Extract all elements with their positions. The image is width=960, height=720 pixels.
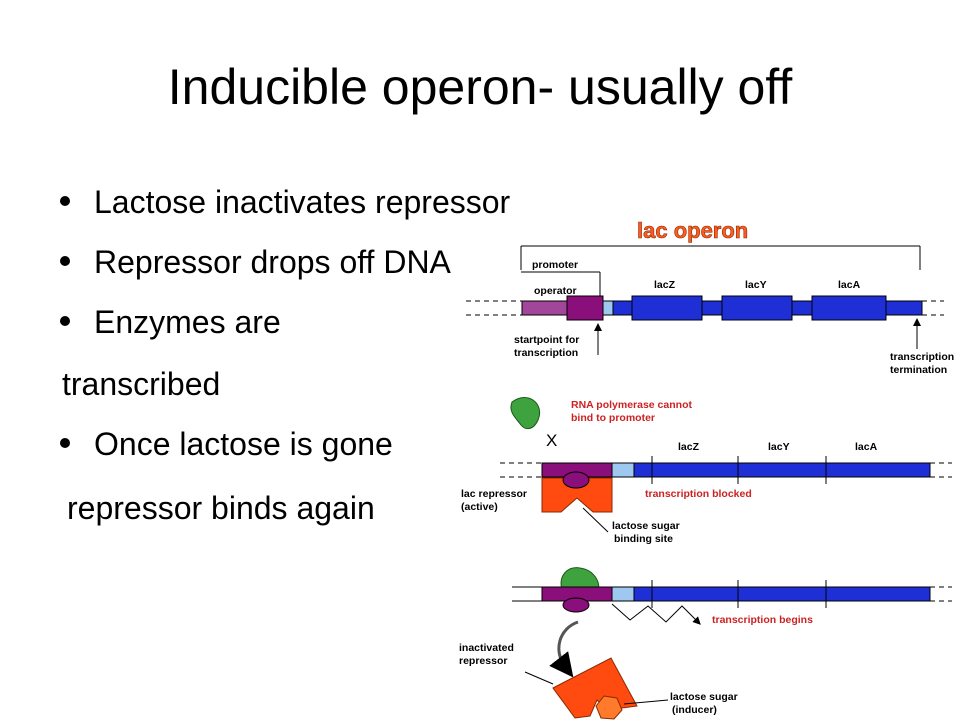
binding-site-pointer <box>582 507 609 533</box>
slide-title: Inducible operon- usually off <box>167 59 793 115</box>
polymerase-note: bind to promoter <box>571 412 655 424</box>
rna-polymerase <box>510 397 541 430</box>
panel-repressor-bound: RNA polymerase cannot bind to promoter X… <box>461 397 952 545</box>
operator-contact <box>562 597 590 613</box>
transcription-start-region <box>611 462 635 478</box>
repressor-operator-contact <box>562 471 590 489</box>
operator-label: operator <box>534 285 577 297</box>
repressor-label: (active) <box>461 501 498 513</box>
inactivated-pointer <box>524 671 554 685</box>
panel-transcription-begins: transcription begins inactivated repress… <box>459 567 952 720</box>
mrna-transcript-arrow <box>611 603 701 625</box>
release-arrow <box>549 620 579 678</box>
startpoint-label: startpoint for <box>514 334 579 346</box>
lac-repressor-active <box>541 477 613 513</box>
transcription-blocked-label: transcription blocked <box>645 488 752 500</box>
lacz-label: lacZ <box>678 441 700 453</box>
termination-label: termination <box>890 364 947 376</box>
dna-strand <box>633 586 931 602</box>
lactose-inducer <box>595 695 623 720</box>
panel-operon-layout: promoter operator lacZ lacY lacA startpo… <box>466 245 954 376</box>
inducer-pointer <box>623 699 669 705</box>
binding-site-label: lactose sugar <box>612 520 680 532</box>
lacy-label: lacY <box>768 441 790 453</box>
laca-gene <box>811 295 887 321</box>
laca-label: lacA <box>838 279 861 291</box>
lacy-gene <box>721 295 793 321</box>
binding-site-label: binding site <box>614 533 673 545</box>
lacy-label: lacY <box>745 279 767 291</box>
transcription-start-region <box>611 586 635 602</box>
laca-label: lacA <box>855 441 878 453</box>
diagram-title: lac operon <box>637 218 748 243</box>
lacz-gene <box>631 295 703 321</box>
startpoint-label: transcription <box>514 347 578 359</box>
inducer-label: lactose sugar <box>670 691 738 703</box>
transcription-begins-label: transcription begins <box>712 614 813 626</box>
transcription-start-region <box>602 300 614 316</box>
repressor-label: lac repressor <box>461 488 527 500</box>
inactivated-label: repressor <box>459 655 507 667</box>
operator-region <box>566 295 604 321</box>
promoter-label: promoter <box>532 259 578 271</box>
blocked-x-mark: X <box>546 431 557 450</box>
lacz-label: lacZ <box>654 279 676 291</box>
inducer-label: (inducer) <box>672 704 717 716</box>
dna-strand <box>633 462 931 478</box>
inactivated-label: inactivated <box>459 642 514 654</box>
polymerase-note: RNA polymerase cannot <box>571 399 692 411</box>
rna-polymerase <box>560 567 600 593</box>
termination-label: transcription <box>890 351 954 363</box>
